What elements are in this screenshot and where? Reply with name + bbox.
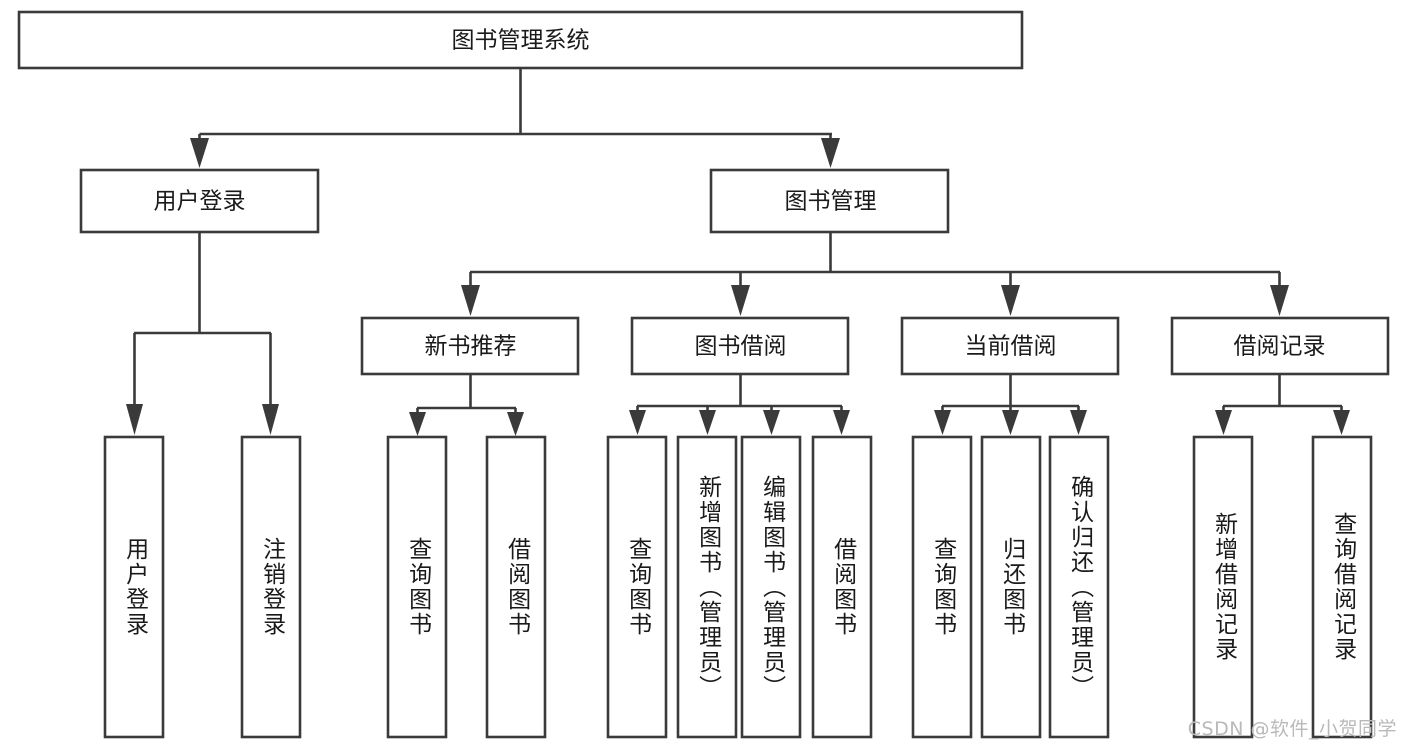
arrowhead-leaf-logout [262, 404, 279, 435]
arrowhead-leaf-query-book-a [409, 412, 426, 436]
connector-group-book-borrow-children [629, 374, 850, 435]
arrowhead-borrow-record [1270, 285, 1289, 316]
node-root-box[interactable] [17, 10, 1024, 70]
leaf-box-query-book-c[interactable] [911, 435, 973, 739]
node-borrow-record-box[interactable] [1170, 316, 1390, 376]
arrowhead-new-book-rec [461, 285, 480, 316]
leaf-box-user-login[interactable] [103, 435, 165, 739]
leaf-box-query-book-b[interactable] [606, 435, 668, 739]
leaf-boxes-group [103, 435, 1373, 739]
arrowhead-leaf-add-borrow-record [1215, 410, 1232, 435]
arrowhead-leaf-confirm-return [1070, 410, 1087, 435]
leaf-box-logout[interactable] [240, 435, 302, 739]
node-new-book-recommend-box[interactable] [360, 316, 580, 376]
connector-group-user-login-children [126, 232, 279, 435]
arrowhead-leaf-query-book-b [629, 410, 646, 435]
node-book-management[interactable]: 图书管理 [709, 168, 950, 234]
leaf-box-confirm-return[interactable] [1048, 435, 1110, 739]
arrowhead-book-borrow [731, 285, 750, 316]
node-book-management-box[interactable] [709, 168, 950, 234]
arrowhead-leaf-query-borrow-record [1333, 410, 1350, 435]
leaf-box-add-book[interactable] [676, 435, 738, 739]
leaf-box-edit-book[interactable] [740, 435, 802, 739]
connector-group-borrow-record-children [1215, 374, 1350, 435]
leaf-box-add-borrow-record[interactable] [1192, 435, 1254, 739]
arrowhead-user-login [190, 138, 209, 168]
leaf-box-return-book[interactable] [980, 435, 1042, 739]
node-root-book-management-system[interactable]: 图书管理系统 [17, 10, 1024, 70]
connector-group-new-book-rec-children [409, 374, 524, 436]
leaf-box-query-borrow-record[interactable] [1311, 435, 1373, 739]
node-user-login-label: 用户登录 [154, 189, 246, 215]
leaf-box-borrow-book-b[interactable] [811, 435, 873, 739]
node-book-borrow-label: 图书借阅 [695, 334, 787, 360]
arrowhead-leaf-borrow-book-a [507, 412, 524, 436]
node-user-login-box[interactable] [79, 168, 320, 234]
node-new-book-recommend-label: 新书推荐 [425, 334, 517, 360]
connector-group-current-borrow-children [934, 374, 1087, 435]
node-book-management-label: 图书管理 [785, 189, 877, 215]
leaf-box-borrow-book-a[interactable] [485, 435, 547, 739]
arrowhead-leaf-borrow-book-b [833, 410, 850, 435]
arrowhead-leaf-add-book [699, 410, 716, 435]
node-borrow-record-label: 借阅记录 [1234, 334, 1326, 360]
arrowhead-leaf-user-login [126, 404, 143, 435]
node-root-label: 图书管理系统 [452, 28, 590, 54]
node-book-borrow[interactable]: 图书借阅 [630, 316, 850, 376]
node-new-book-recommend[interactable]: 新书推荐 [360, 316, 580, 376]
node-current-borrow-label: 当前借阅 [965, 334, 1057, 360]
arrowhead-leaf-return-book [1002, 410, 1019, 435]
node-current-borrow-box[interactable] [900, 316, 1120, 376]
node-book-borrow-box[interactable] [630, 316, 850, 376]
arrowhead-book-mgmt [821, 138, 840, 168]
connector-group-root-to-level2 [190, 68, 840, 168]
connector-group-book-mgmt-children [461, 232, 1289, 316]
node-user-login[interactable]: 用户登录 [79, 168, 320, 234]
leaf-box-query-book-a[interactable] [386, 435, 448, 739]
arrowhead-leaf-query-book-c [934, 410, 951, 435]
csdn-watermark: CSDN @软件_小贺同学 [1187, 718, 1397, 740]
arrowhead-leaf-edit-book [763, 410, 780, 435]
node-current-borrow[interactable]: 当前借阅 [900, 316, 1120, 376]
node-borrow-record[interactable]: 借阅记录 [1170, 316, 1390, 376]
arrowhead-current-borrow [1001, 285, 1020, 316]
